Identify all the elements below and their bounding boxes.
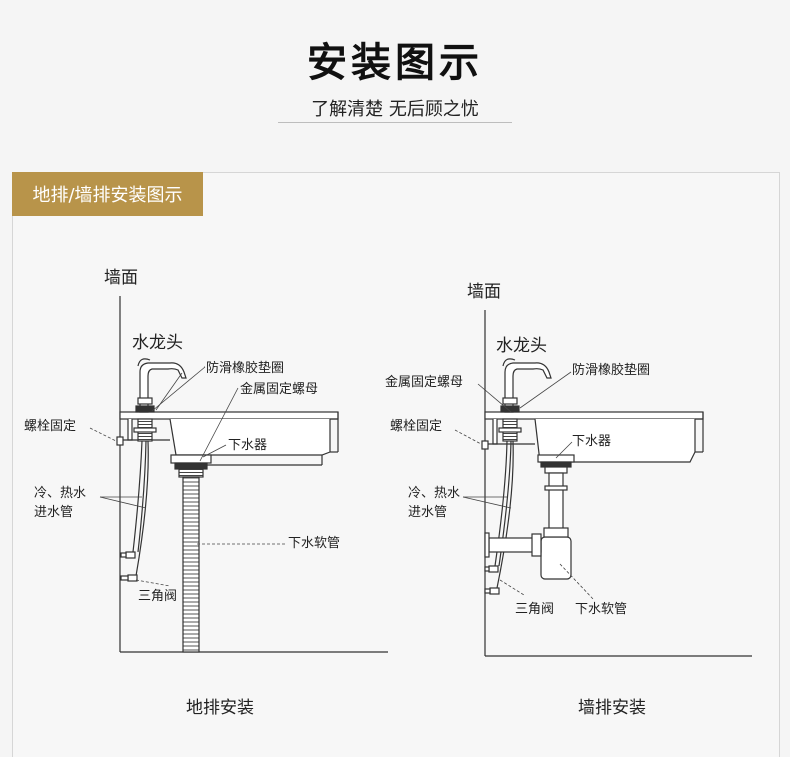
- page-title: 安装图示: [307, 40, 483, 86]
- left-drain-label: 下水器: [228, 438, 267, 453]
- section-tag: 地排/墙排安装图示: [12, 172, 203, 216]
- right-bolt-label: 螺栓固定: [390, 419, 442, 434]
- floor-drain-diagram: [89, 296, 388, 653]
- subtitle-underline: [278, 122, 512, 123]
- right-wall-label: 墙面: [467, 282, 501, 302]
- left-valve-label: 三角阀: [138, 589, 177, 604]
- right-hose-label: 下水软管: [575, 602, 627, 617]
- left-pipes-label-line2: 进水管: [34, 505, 73, 520]
- left-gasket-label: 防滑橡胶垫圈: [206, 360, 284, 376]
- wall-drain-diagram: [454, 310, 752, 657]
- right-basin: [484, 411, 704, 463]
- right-faucet: [500, 358, 552, 413]
- right-caption: 墙排安装: [578, 698, 646, 718]
- right-p-trap: [484, 472, 572, 580]
- right-drain-label: 下水器: [572, 434, 611, 449]
- page-subtitle: 了解清楚 无后顾之忧: [311, 99, 479, 120]
- left-drain-hose: [182, 476, 200, 653]
- left-faucet: [135, 358, 187, 413]
- right-angle-valves: [484, 565, 500, 595]
- left-inlet-pipe-2: [135, 440, 149, 577]
- diagram-panel: [12, 172, 780, 757]
- right-drain: [537, 454, 575, 474]
- right-faucet-label: 水龙头: [496, 336, 547, 356]
- right-gasket-label: 防滑橡胶垫圈: [572, 362, 650, 378]
- right-nut-label: 金属固定螺母: [385, 374, 463, 390]
- left-angle-valves: [120, 551, 138, 582]
- left-nut-label: 金属固定螺母: [240, 381, 318, 397]
- left-inlet-pipe-1: [132, 440, 143, 553]
- left-hose-label: 下水软管: [288, 536, 340, 551]
- left-caption: 地排安装: [186, 698, 254, 718]
- right-inlet-pipe-2: [496, 440, 514, 589]
- left-drain: [170, 454, 212, 478]
- left-pipes-label-line1: 冷、热水: [34, 486, 86, 501]
- right-pipes-label-line2: 进水管: [408, 505, 447, 520]
- left-faucet-label: 水龙头: [132, 333, 183, 353]
- right-pipes-label-line1: 冷、热水: [408, 486, 460, 501]
- right-valve-label: 三角阀: [515, 602, 554, 617]
- left-wall-label: 墙面: [104, 268, 138, 288]
- left-bolt-label: 螺栓固定: [24, 419, 76, 434]
